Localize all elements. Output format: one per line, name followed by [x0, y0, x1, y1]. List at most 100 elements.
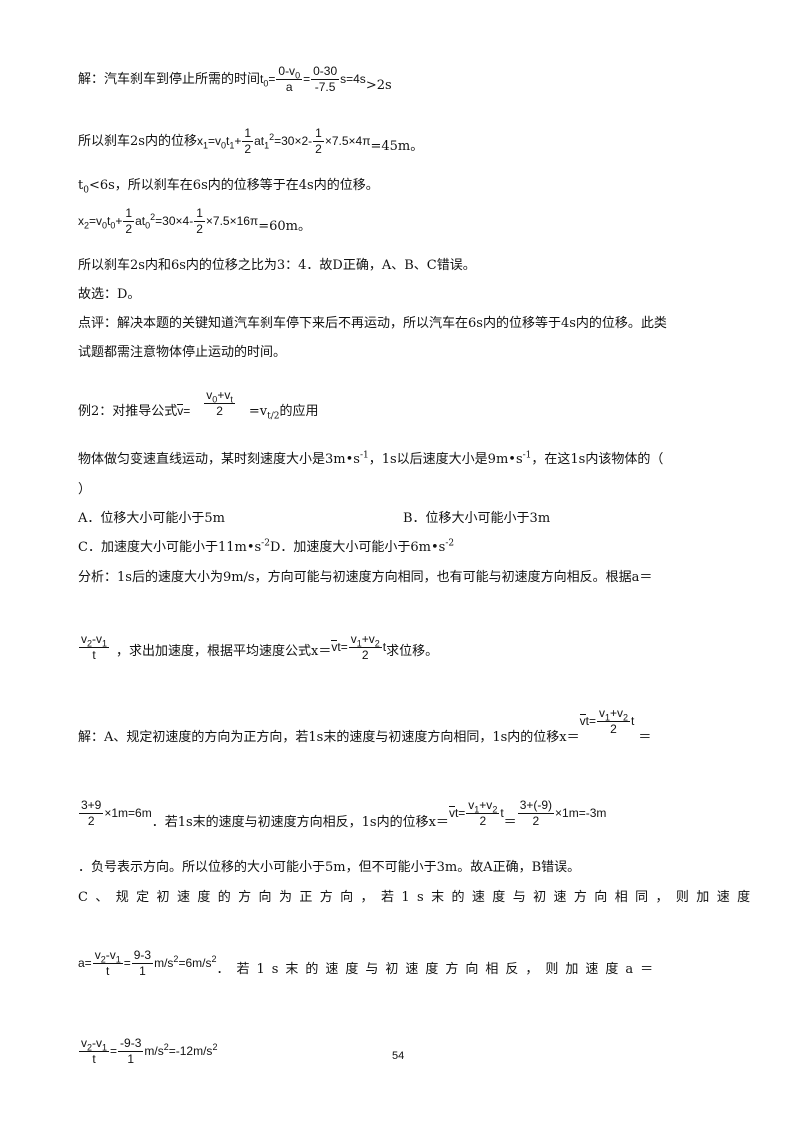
text: ，求出加速度，根据平均速度公式x＝ — [116, 644, 332, 659]
problem-line-1: 物体做匀变速直线运动，某时刻速度大小是3m•s-1，1s以后速度大小是9m•s-… — [78, 450, 664, 468]
num: 3+9 — [79, 798, 104, 814]
num: v — [598, 706, 605, 720]
option-a: A．位移大小可能小于5m — [78, 511, 225, 526]
expr: t= — [454, 806, 466, 820]
den: 2 — [216, 404, 223, 418]
vbar: v — [177, 404, 184, 418]
num: v — [81, 632, 87, 646]
op: = — [268, 72, 276, 86]
sub: 0 — [145, 220, 151, 231]
op: ＝ — [503, 815, 517, 830]
sub: 0 — [263, 78, 269, 89]
num: -v — [105, 948, 116, 962]
var: t — [382, 640, 387, 654]
num: +v — [479, 798, 493, 812]
sub: 0 — [220, 140, 226, 151]
text: ，在这1s内该物体的（ — [531, 452, 664, 467]
sup: -2 — [261, 538, 270, 549]
text: <6s，所以刹车在6s内的位移等于在4s内的位移。 — [88, 178, 379, 193]
expr: ×1m=6m — [104, 806, 152, 820]
num: v — [206, 388, 213, 402]
sub: t — [230, 394, 233, 405]
sup: 2 — [150, 212, 156, 222]
vbar: v — [579, 714, 586, 728]
sub: 2 — [622, 712, 628, 723]
text: D．加速度大小可能小于6m•s — [269, 540, 446, 555]
expr: ×1m=-3m — [555, 806, 607, 820]
op: = — [123, 956, 131, 970]
expr: ×7.5×16π — [205, 214, 259, 228]
sub: 1 — [356, 638, 362, 649]
text: 解：A、规定初速度的方向为正方向，若1s末的速度与初速度方向相同，1s内的位移x… — [78, 730, 580, 745]
den: 2 — [315, 142, 322, 156]
var: t — [260, 72, 264, 86]
num: +v — [609, 706, 623, 720]
text: >2s — [365, 78, 392, 93]
option-b: B．位移大小可能小于3m — [403, 511, 551, 526]
sup: -1 — [359, 450, 369, 461]
var: t — [226, 134, 230, 148]
num: 9-3 — [131, 948, 154, 964]
den: 1 — [127, 1052, 135, 1066]
op: ＝ — [638, 730, 652, 745]
num: -v — [92, 1036, 103, 1050]
problem-line-2: ） — [78, 482, 92, 497]
expr: at — [135, 214, 146, 228]
expr: =v — [207, 134, 221, 148]
expr: s=4s — [340, 72, 366, 86]
expr: =v — [89, 214, 103, 228]
text: =60m。 — [258, 219, 311, 234]
num: 1 — [242, 126, 254, 142]
den: t — [92, 1052, 96, 1066]
sup: 2 — [211, 954, 217, 964]
text: 求位移。 — [386, 644, 439, 659]
num: v — [81, 1036, 87, 1050]
num: 0-30 — [311, 64, 340, 80]
solution-a-conclusion: ．负号表示方向。所以位移的大小可能小于5m，但不可能小于3m。故A正确，B错误。 — [78, 860, 581, 875]
sub: 0 — [212, 394, 218, 405]
text: =v — [248, 404, 268, 419]
op: = — [110, 1044, 118, 1058]
num: +v — [217, 388, 231, 402]
den: a — [285, 80, 293, 94]
var: t — [107, 214, 111, 228]
sub: 1 — [474, 804, 480, 815]
sub: 1 — [604, 712, 610, 723]
fraction: 3+(-9)2 — [517, 798, 555, 829]
sub: 2 — [492, 804, 498, 815]
expr: t= — [337, 640, 348, 654]
den: -7.5 — [314, 80, 336, 94]
sub: 2 — [84, 220, 90, 231]
sup: 2 — [163, 1042, 169, 1052]
comment-line-2: 试题都需注意物体停止运动的时间。 — [78, 345, 287, 360]
den: t — [106, 964, 110, 978]
expr: =-12m/s — [168, 1044, 213, 1058]
num: v — [468, 798, 475, 812]
text: 例2：对推导公式 — [78, 404, 178, 419]
num: v — [94, 948, 101, 962]
expr: a= — [78, 956, 92, 970]
t0-compare-line: t0<6s，所以刹车在6s内的位移等于在4s内的位移。 — [78, 178, 379, 195]
text: 的应用 — [279, 404, 319, 419]
option-c-d: C．加速度大小可能小于11m•s-2D．加速度大小可能小于6m•s-2 — [78, 538, 454, 556]
den: 2 — [610, 722, 617, 736]
expr: m/s — [154, 956, 174, 970]
vbar: v — [448, 806, 455, 820]
text: 解：汽车刹车到停止所需的时间 — [78, 72, 261, 87]
sub: t/2 — [267, 411, 280, 422]
expr: at — [254, 134, 265, 148]
var: t — [500, 806, 504, 820]
